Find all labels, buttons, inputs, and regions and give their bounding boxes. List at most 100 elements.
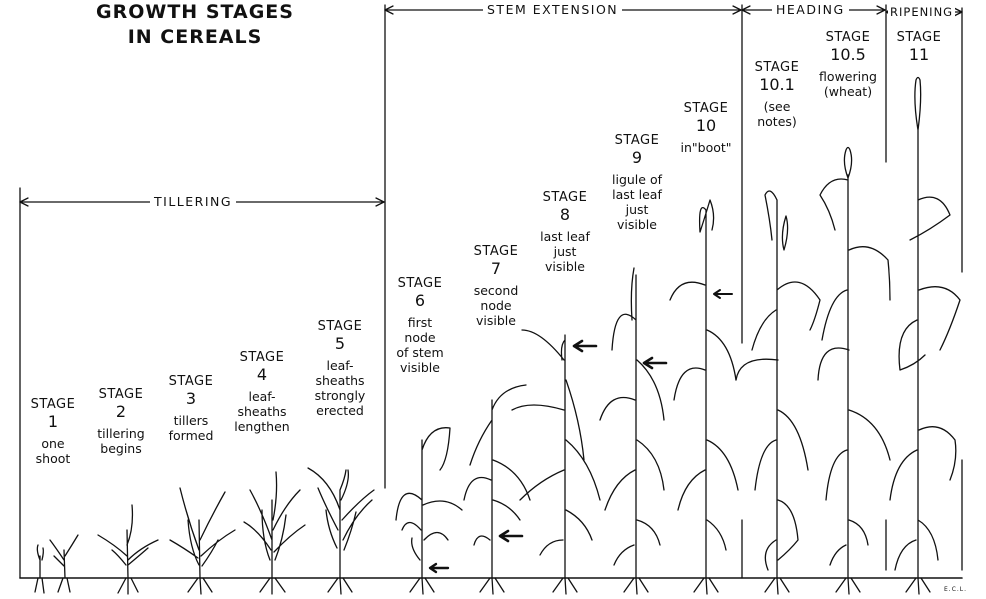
stage-word: STAGE (683, 101, 729, 116)
stage-description-line: (wheat) (823, 84, 873, 99)
plant-stage-3 (169, 487, 236, 595)
stage-description-line: lengthen (234, 419, 290, 434)
stage-description-line: node (404, 330, 436, 345)
stage-description-line: in"boot" (680, 140, 732, 155)
stage-word: STAGE (98, 387, 144, 402)
stage-description-line: begins (100, 441, 142, 456)
stage-description-line: of stem (396, 345, 444, 360)
plant-stage-4 (243, 471, 306, 595)
stage-description: in"boot" (661, 140, 751, 155)
stage-word: STAGE (168, 374, 214, 389)
stage-number: 3 (185, 389, 197, 408)
stage-number: 6 (414, 291, 426, 310)
plant-stage-1 (34, 534, 79, 594)
stage-word: STAGE (754, 60, 800, 75)
phase-tillering: TILLERING (150, 195, 237, 209)
phase-stem-extension: STEM EXTENSION (483, 3, 623, 17)
stage-word: STAGE (30, 397, 76, 412)
ripening-bracket (885, 4, 963, 571)
stage-number: 10 (695, 116, 717, 135)
stage-word: STAGE (896, 30, 942, 45)
plant-stage-7 (463, 384, 531, 595)
stage-description-line: last leaf (540, 229, 590, 244)
stage-description-line: node (480, 298, 512, 313)
stage-number: 2 (115, 402, 127, 421)
stage-description-line: tillers (173, 413, 209, 428)
stage-description-line: tillering (97, 426, 145, 441)
plant-stage-5 (307, 467, 375, 595)
stage-word: STAGE (825, 30, 871, 45)
stage-number: 1 (47, 412, 59, 431)
stage-word: STAGE (239, 350, 285, 365)
stage-number: 8 (559, 205, 571, 224)
stage-description-line: ligule of (612, 172, 662, 187)
stage-description-line: (see (763, 99, 791, 114)
plant-stage-2 (97, 504, 159, 595)
stage-number: 4 (256, 365, 268, 384)
plant-stage-6 (395, 427, 463, 595)
stage-word: STAGE (397, 276, 443, 291)
stage-description-line: visible (545, 259, 585, 274)
stage-number: 10.1 (759, 75, 795, 94)
artist-signature: E.C.L. (944, 586, 968, 593)
title-line-1: GROWTH STAGES (96, 1, 294, 23)
stage-description-line: one (41, 436, 65, 451)
stage-description-line: notes) (757, 114, 797, 129)
stage-description-line: visible (617, 217, 657, 232)
stage-description-line: strongly (314, 388, 366, 403)
stage-word: STAGE (317, 319, 363, 334)
plant-stage-10-1 (735, 190, 821, 595)
stage-description-line: formed (168, 428, 214, 443)
stage-description-line: sheaths (315, 373, 365, 388)
stage-number: 9 (631, 148, 643, 167)
stage-number: 10.5 (830, 45, 866, 64)
title-line-2: IN CEREALS (127, 26, 263, 48)
stage-description: flowering(wheat) (803, 69, 893, 99)
stage-description-line: shoot (35, 451, 71, 466)
stage-description-line: visible (476, 313, 516, 328)
stage-description-line: sheaths (237, 404, 287, 419)
stage-description-line: visible (400, 360, 440, 375)
stage-number: 11 (908, 45, 930, 64)
stage-description-line: last leaf (612, 187, 662, 202)
plant-stage-9 (599, 267, 668, 595)
plant-stage-11 (889, 76, 961, 595)
stage-number: 5 (334, 334, 346, 353)
stage-description-line: just (553, 244, 577, 259)
stage-description-line: just (625, 202, 649, 217)
stage-word: STAGE (614, 133, 660, 148)
stage-number: 7 (490, 259, 502, 278)
plant-stage-10 (669, 199, 739, 595)
stage-description-line: erected (316, 403, 364, 418)
phase-ripening: RIPENING (888, 5, 956, 19)
diagram-title: GROWTH STAGES IN CEREALS (70, 0, 320, 50)
stage-description-line: second (473, 283, 519, 298)
stage-description-line: flowering (819, 69, 877, 84)
stage-description-line: first (407, 315, 433, 330)
stage-word: STAGE (542, 190, 588, 205)
